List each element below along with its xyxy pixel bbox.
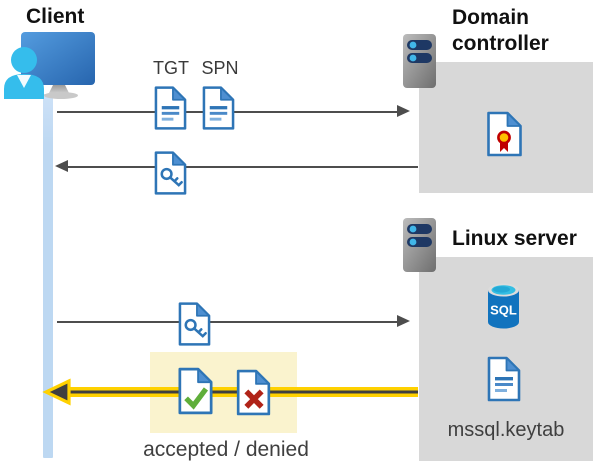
tgt-ticket-icon — [154, 86, 187, 130]
client-timeline-bar — [43, 94, 53, 458]
tgt-label: TGT — [153, 58, 189, 78]
domain-controller-server-icon — [403, 34, 436, 88]
accepted-denied-label: accepted / denied — [143, 438, 309, 461]
spn-ticket-icon — [202, 86, 235, 130]
client-monitor-icon — [21, 32, 95, 85]
domain-controller-label: Domain controller — [452, 6, 549, 55]
arrow-dc-to-client — [66, 166, 418, 168]
denied-doc-icon — [236, 369, 271, 416]
monitor-base-icon — [44, 92, 78, 99]
certificate-icon — [487, 111, 522, 157]
arrow-linux-to-client-head — [42, 378, 71, 406]
linux-server-icon — [403, 218, 436, 272]
client-label: Client — [26, 5, 85, 28]
linux-server-label: Linux server — [452, 227, 577, 250]
arrow-dc-to-client-head — [55, 160, 68, 172]
arrow-client-to-linux — [57, 321, 397, 323]
arrow-client-to-linux-head — [397, 315, 410, 327]
spn-label: SPN — [201, 58, 239, 78]
arrow-client-to-dc-head — [397, 105, 410, 117]
sql-database-icon: SQL — [488, 283, 519, 329]
service-key-ticket-icon — [178, 302, 211, 346]
sql-badge-text: SQL — [490, 303, 517, 318]
client-person-icon — [4, 47, 44, 99]
keytab-file-icon — [487, 356, 521, 402]
client-user-icon — [4, 32, 95, 99]
dc-key-ticket-icon — [154, 151, 187, 195]
keytab-label: mssql.keytab — [447, 419, 565, 441]
accepted-doc-icon — [178, 367, 213, 415]
